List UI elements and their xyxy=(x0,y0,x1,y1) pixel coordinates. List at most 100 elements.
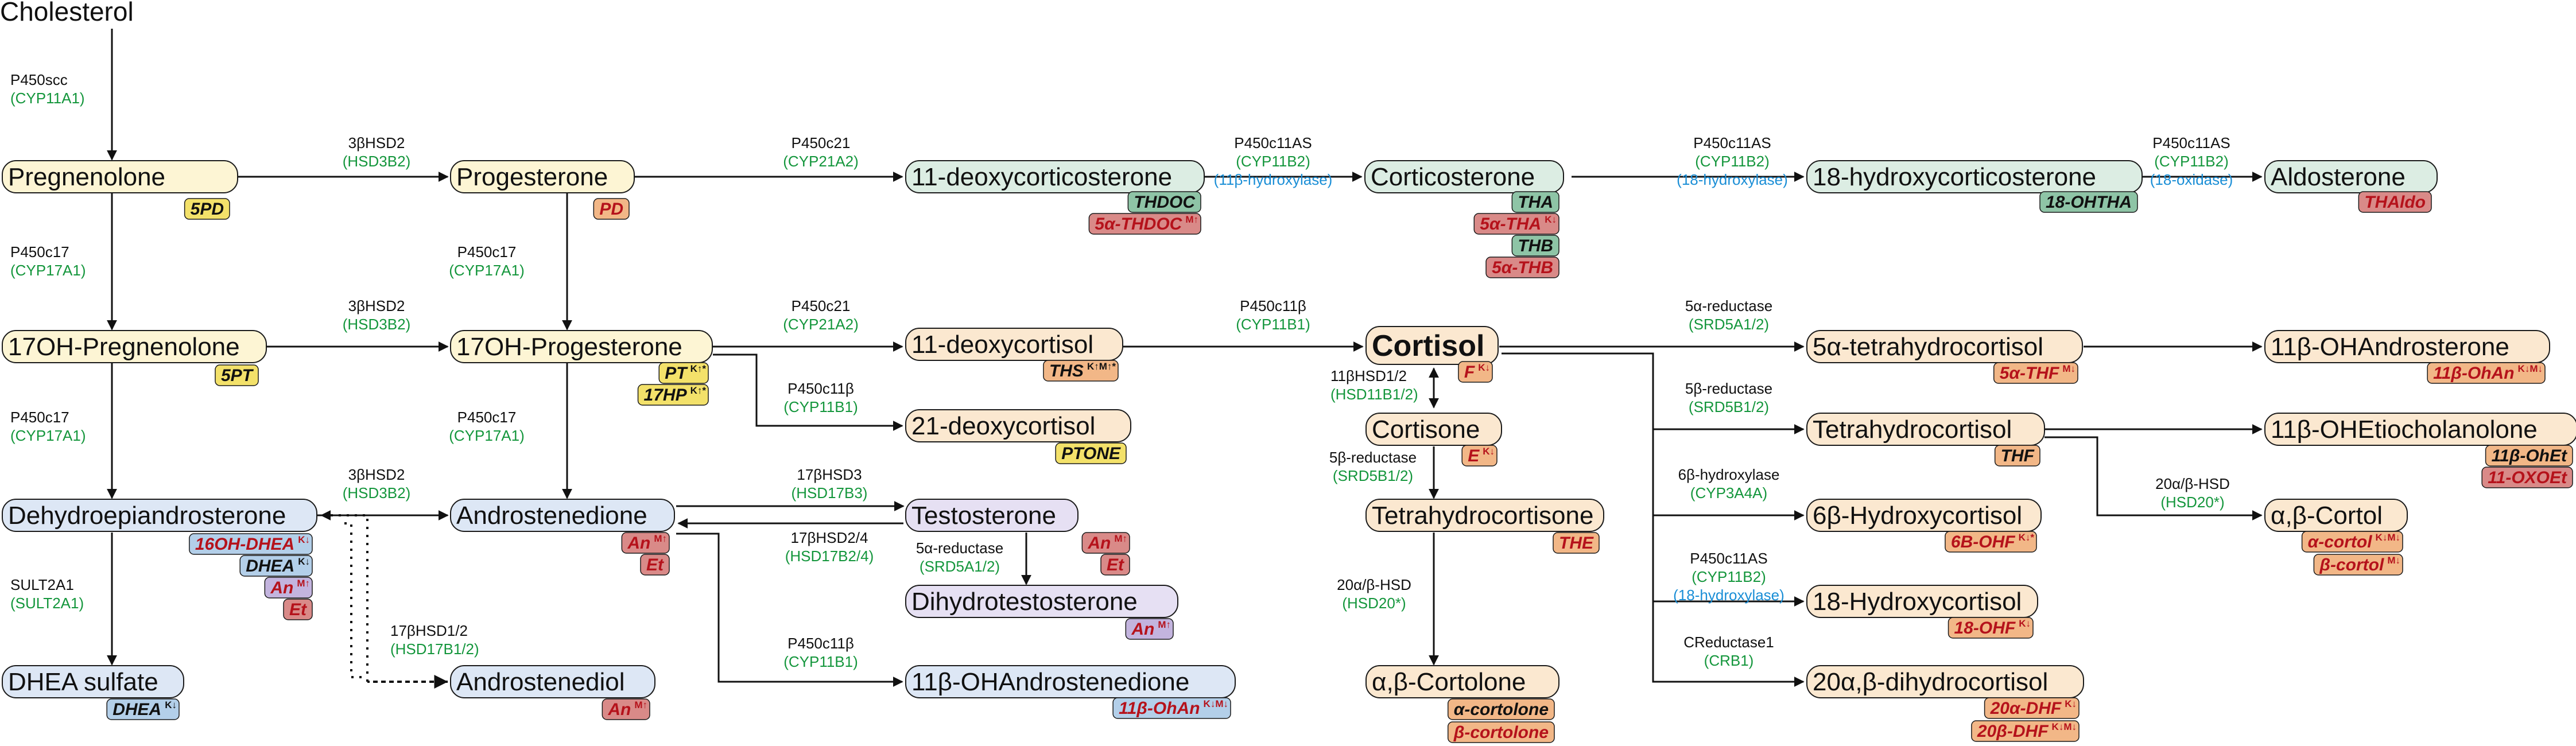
metabolite-tag: 5PT xyxy=(215,364,259,386)
enzyme-name: P450c17 xyxy=(10,409,69,426)
node-tetrahydrocortisol-5a: 5α-tetrahydrocortisol xyxy=(1806,330,2083,363)
enzyme-name: CReductase1 xyxy=(1683,634,1774,651)
node-pregnenolone: Pregnenolone xyxy=(2,160,238,193)
enzyme-name: 5α-reductase xyxy=(1685,297,1772,314)
pathway-arrow xyxy=(676,533,903,687)
enzyme-label: P450c17(CYP17A1) xyxy=(449,409,525,444)
enzyme-gene: (CYP21A2) xyxy=(783,153,859,170)
node-cortisone: Cortisone xyxy=(1365,413,1502,446)
enzyme-gene: (CYP17A1) xyxy=(449,427,525,444)
metabolite-tag: 18-OHTHA xyxy=(2039,191,2138,213)
enzyme-label: P450c17(CYP17A1) xyxy=(10,409,86,444)
enzyme-label: P450c11β(CYP11B1) xyxy=(783,635,858,670)
enzyme-name: 5β-reductase xyxy=(1685,380,1772,397)
enzyme-name: SULT2A1 xyxy=(10,576,74,593)
node-label: Dehydroepiandrosterone xyxy=(8,502,286,530)
node-label: α,β-Cortol xyxy=(2271,502,2383,530)
node-label: 5α-tetrahydrocortisol xyxy=(1813,333,2043,361)
tag-label: 5PT xyxy=(221,366,254,385)
tag-label: β-cortolone xyxy=(1453,723,1549,742)
enzyme-name: 6β-hydroxylase xyxy=(1678,466,1780,483)
tag-label: PD xyxy=(599,200,623,219)
enzyme-label: CReductase1(CRB1) xyxy=(1683,634,1774,669)
enzyme-gene: (CYP11B1) xyxy=(783,653,858,670)
node-label: 17OH-Pregnenolone xyxy=(8,333,240,361)
enzyme-name: P450c11AS xyxy=(1693,134,1771,151)
enzyme-label: P450c21(CYP21A2) xyxy=(783,297,859,333)
tag-label: Et xyxy=(289,600,308,619)
tag-label: α-cortolone xyxy=(1454,700,1549,719)
enzyme-label: 17βHSD3(HSD17B3) xyxy=(792,466,868,502)
enzyme-gene: (HSD20*) xyxy=(1342,595,1406,612)
enzyme-label: 20α/β-HSD(HSD20*) xyxy=(2155,475,2230,511)
tag-label: THE xyxy=(1559,534,1594,553)
enzyme-label: 5β-reductase(SRD5B1/2) xyxy=(1685,380,1772,415)
pathway-arrow xyxy=(344,522,367,678)
enzyme-label: 3βHSD2(HSD3B2) xyxy=(343,466,410,502)
enzyme-note: (11β-hydroxylase) xyxy=(1214,171,1333,188)
enzyme-name: P450c17 xyxy=(457,243,517,261)
node-label: DHEA sulfate xyxy=(8,668,158,696)
metabolite-tag: THE xyxy=(1553,532,1600,554)
metabolite-tag: Et xyxy=(640,554,670,576)
enzyme-label: 5α-reductase(SRD5A1/2) xyxy=(916,539,1003,575)
enzyme-label: P450c11AS(CYP11B2)(18-hydroxylase) xyxy=(1673,550,1784,604)
enzyme-label: 20α/β-HSD(HSD20*) xyxy=(1337,576,1411,612)
enzyme-name: P450c17 xyxy=(10,243,69,261)
node-hydroxycortisol-6b: 6β-Hydroxycortisol xyxy=(1806,499,2042,532)
enzyme-gene: (CYP11B2) xyxy=(1695,153,1770,170)
metabolite-tag: 5α-THB xyxy=(1485,257,1559,278)
enzyme-name: P450scc xyxy=(10,71,68,88)
metabolite-tag: 11-OXOEt xyxy=(2481,467,2573,488)
node-label: α,β-Cortolone xyxy=(1372,668,1526,696)
node-label: Pregnenolone xyxy=(8,163,165,191)
metabolite-tag: β-cortolone xyxy=(1447,721,1555,743)
node-label: 18-Hydroxycortisol xyxy=(1813,588,2022,616)
enzyme-name: 3βHSD2 xyxy=(348,134,405,151)
node-label: Aldosterone xyxy=(2271,163,2406,191)
enzyme-name: P450c11β xyxy=(787,635,854,652)
node-oh-etiocholanolone: 11β-OHEtiocholanolone xyxy=(2264,413,2576,446)
enzyme-label: P450c21(CYP21A2) xyxy=(783,134,859,170)
enzyme-gene: (HSD3B2) xyxy=(343,316,410,333)
node-label: Testosterone xyxy=(911,502,1056,530)
node-hydroxycortisol-18: 18-Hydroxycortisol xyxy=(1806,585,2038,618)
node-aldosterone: Aldosterone xyxy=(2264,160,2438,193)
enzyme-name: P450c11AS xyxy=(2152,134,2230,151)
node-progesterone: Progesterone xyxy=(450,160,635,193)
enzyme-label: P450c11β(CYP11B1) xyxy=(1236,297,1310,333)
enzyme-gene: (CYP3A4A) xyxy=(1690,484,1767,502)
node-deoxycortisol21: 21-deoxycortisol xyxy=(905,409,1131,442)
node-dhea: Dehydroepiandrosterone xyxy=(2,499,317,532)
enzyme-label: 17βHSD1/2(HSD17B1/2) xyxy=(390,622,479,658)
enzyme-label: SULT2A1(SULT2A1) xyxy=(10,576,84,612)
node-androstenediol: Androstenediol xyxy=(450,665,655,698)
enzyme-name: 20α/β-HSD xyxy=(2155,475,2230,492)
